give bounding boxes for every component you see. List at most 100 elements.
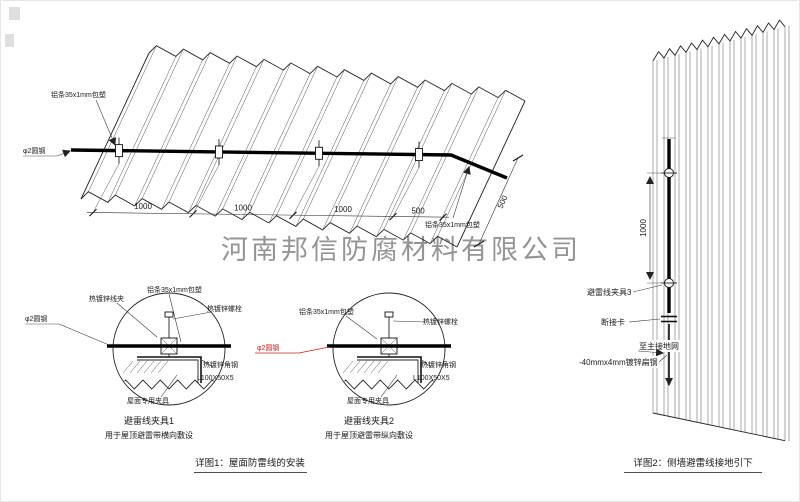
- label-roof-fixture-1: 屋面专用夹具: [127, 396, 169, 405]
- drawing-primitive: [215, 69, 284, 217]
- angle-steel: [137, 359, 199, 383]
- dim-tick: [389, 212, 397, 221]
- label-strip-1: 铝条35x1mm包塑: [147, 285, 202, 294]
- label-bolt-1: 热镀锌螺栓: [207, 304, 242, 313]
- label-angle-steel-1: 热镀锌角钢: [203, 360, 238, 369]
- label-disconnect: 断接卡: [601, 317, 625, 327]
- leader-line: [345, 315, 378, 340]
- leader-line: [632, 284, 663, 293]
- drawing-primitive: [115, 48, 184, 196]
- clamp2-subtitle: 用于屋顶避雷带纵向敷设: [325, 430, 413, 440]
- dim-tick: [512, 154, 524, 162]
- label-angle-size-2: L100X50X5: [413, 375, 450, 382]
- label-strip-right: 铝条35x1mm包塑: [425, 220, 480, 229]
- drawing-primitive: [329, 76, 399, 223]
- leader-line: [168, 293, 182, 343]
- hatch-line: [150, 360, 162, 374]
- roof-sheet-profile: [336, 379, 442, 390]
- leader-line: [628, 318, 661, 323]
- hatch-line: [349, 360, 361, 374]
- label-bolt-2: 热镀锌螺栓: [423, 317, 458, 326]
- hatch-line: [136, 360, 148, 374]
- drawing-primitive: [188, 66, 257, 213]
- drawing-primitive: [241, 73, 311, 220]
- hatch-line: [157, 360, 169, 374]
- drawing-primitive: [222, 62, 291, 210]
- hatch-line: [363, 360, 375, 374]
- leader-line: [160, 374, 178, 398]
- leader-line: [452, 166, 471, 219]
- dim-1000-a: 1000: [134, 202, 152, 211]
- dimension-ticks: [89, 208, 447, 222]
- hatch-line: [356, 360, 368, 374]
- drawing-primitive: [249, 66, 318, 213]
- label-bg: [577, 356, 663, 368]
- dim-1000-b: 1000: [234, 204, 252, 213]
- leader-line-red: [298, 346, 330, 354]
- drawing-primitive: [376, 90, 445, 237]
- drawing-primitive: [276, 69, 345, 216]
- dim-1000-c: 1000: [334, 205, 352, 214]
- dim-1000-wall: 1000: [639, 219, 648, 237]
- dim-witness: [92, 163, 120, 213]
- dimension-chain-line: [86, 212, 450, 218]
- leader-line: [658, 354, 668, 363]
- label-to-ground: 至主接地网: [639, 341, 679, 351]
- dim-witness: [192, 164, 220, 215]
- wall-top-profile: [652, 19, 786, 62]
- leader-line: [637, 348, 664, 357]
- drawing-primitive: [148, 45, 526, 102]
- clamp1-title: 避雷线夹具1: [124, 415, 174, 426]
- label-bg: [599, 316, 633, 328]
- roof-sheet-profile: [116, 379, 222, 390]
- wire-clamp: [115, 144, 123, 158]
- hatch-line: [129, 360, 141, 374]
- hatch-line: [122, 360, 134, 374]
- label-strip-2: 铝条35x1mm包塑: [299, 307, 354, 316]
- dim-witness: [392, 167, 420, 217]
- clamp2-title: 避雷线夹具2: [344, 415, 394, 426]
- corner-artifact: [5, 34, 14, 47]
- leader-line: [58, 323, 110, 346]
- label-angle-size-1: L100X50X5: [197, 375, 234, 382]
- roof-wire-clamps: [92, 137, 423, 217]
- drawing-primitive: [349, 87, 418, 234]
- label-bg: [585, 286, 637, 298]
- leader-line: [380, 374, 398, 398]
- drawing-primitive: [134, 59, 203, 207]
- label-roof-fixture-2: 屋面专用夹具: [347, 396, 389, 405]
- leader-line: [56, 149, 71, 158]
- leader-line: [392, 320, 426, 323]
- hatch-line: [370, 360, 382, 374]
- label-angle-steel-2: 热镀锌角钢: [421, 360, 456, 369]
- hatch-line: [342, 360, 354, 374]
- angle-steel: [357, 356, 422, 383]
- detail-circle-clamp2: [332, 292, 446, 406]
- drawing-primitive: [410, 86, 479, 234]
- drawing-primitive: [322, 83, 391, 231]
- bolt-nut: [164, 311, 174, 318]
- wall-bottom-edge: [652, 412, 786, 442]
- wire-clamp: [315, 146, 323, 160]
- dimension-right-line: [478, 157, 519, 245]
- leader-line: [172, 311, 212, 320]
- drawing-primitive: [161, 63, 230, 210]
- drawing-primitive: [303, 72, 372, 220]
- leader-line: [95, 99, 116, 146]
- wire-clamp: [415, 148, 423, 162]
- dim-tick: [439, 213, 447, 222]
- detail2-caption: 详图2：侧墙避雷线接地引下: [633, 457, 752, 469]
- dim-tick: [289, 211, 297, 220]
- leader-line: [116, 302, 158, 338]
- label-flat-steel: -40mmx4mm镀锌扁钢: [579, 357, 658, 367]
- angle-steel: [137, 356, 202, 383]
- detail1-caption: 详图1：屋面防雷线的安装: [195, 457, 305, 469]
- company-watermark: 河南邦信防腐材料有限公司: [221, 235, 581, 265]
- leader-line: [421, 359, 432, 368]
- drawing-primitive: [88, 45, 157, 192]
- drawing-primitive: [168, 55, 238, 203]
- corrugated-wall: [652, 19, 790, 442]
- drawing-primitive: [268, 76, 338, 224]
- bolt-nut: [384, 311, 394, 318]
